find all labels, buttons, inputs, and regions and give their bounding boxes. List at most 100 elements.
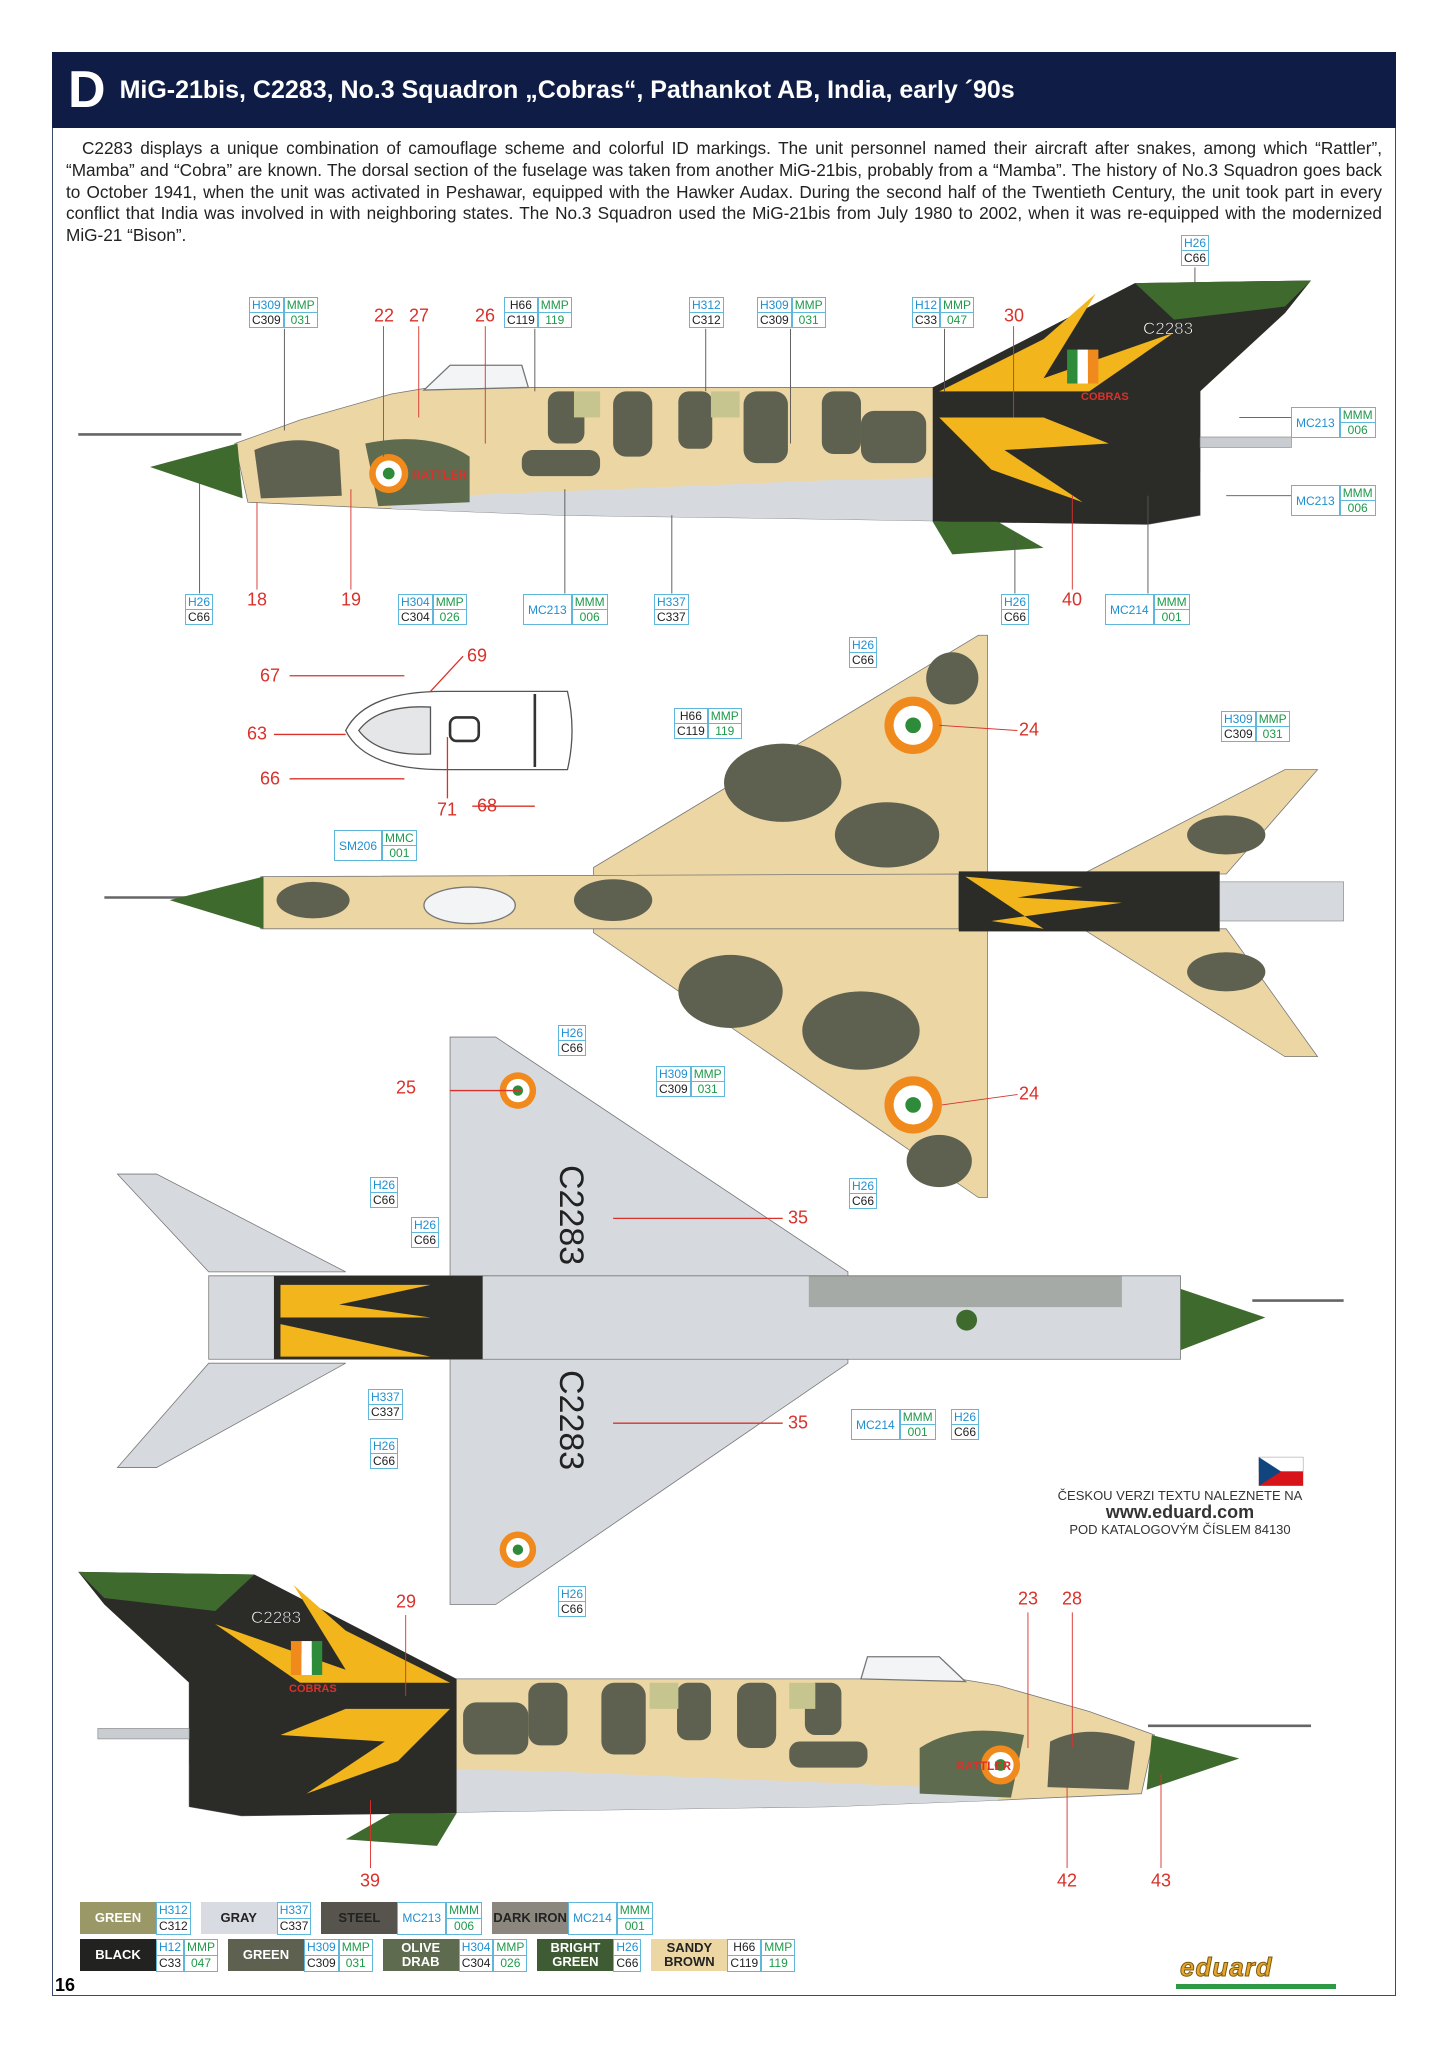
paint-code: H26 <box>954 1410 977 1424</box>
decal-ref-number: 68 <box>476 795 498 816</box>
decal-ref-number: 24 <box>1018 719 1040 740</box>
decal-ref-number: 26 <box>474 305 496 326</box>
decal-ref-number: 18 <box>246 589 268 610</box>
paint-code: H337 <box>279 1903 309 1917</box>
nose-name-marking: RATTLER <box>412 468 467 482</box>
color-swatch: SANDY BROWN <box>651 1939 728 1971</box>
decal-ref-number: 42 <box>1056 1870 1078 1891</box>
paint-code: C66 <box>850 1193 877 1208</box>
paint-code: C66 <box>371 1453 398 1468</box>
paint-code: H26 <box>188 595 211 609</box>
color-swatch: DARK IRON <box>492 1902 569 1934</box>
paint-code: 001 <box>383 845 416 860</box>
decal-ref-number: 39 <box>359 1870 381 1891</box>
decal-ref-number: 35 <box>787 1207 809 1228</box>
czech-note-url[interactable]: www.eduard.com <box>1105 1502 1255 1522</box>
paint-code: H26 <box>1184 236 1207 250</box>
paint-code: SM206 <box>339 838 378 853</box>
paint-code: H309 <box>252 298 281 312</box>
paint-code: H26 <box>373 1178 396 1192</box>
paint-code: H66 <box>733 1940 756 1954</box>
paint-code: H312 <box>159 1903 188 1917</box>
paint-code: C119 <box>728 1955 761 1970</box>
paint-code: H12 <box>159 1940 182 1954</box>
paint-code: C309 <box>758 312 791 327</box>
paint-code-cell: MC213 <box>1291 407 1340 438</box>
tail-serial-marking: C2283 <box>1143 319 1193 338</box>
czech-flag-icon <box>1258 1456 1304 1486</box>
paint-code: 031 <box>792 312 825 327</box>
nose-name-marking-right: RATTLER <box>956 1759 1011 1773</box>
decal-ref-number: 27 <box>408 305 430 326</box>
decal-ref-number: 22 <box>373 305 395 326</box>
paint-code: C337 <box>369 1404 402 1419</box>
paint-code: H26 <box>561 1587 584 1601</box>
paint-code: 119 <box>708 723 741 738</box>
paint-code: H26 <box>373 1439 396 1453</box>
paint-code: C66 <box>559 1601 586 1616</box>
eduard-logo: eduard <box>1180 1952 1273 1983</box>
description-text: C2283 displays a unique combination of c… <box>66 138 1382 246</box>
paint-code: H26 <box>414 1218 437 1232</box>
underwing-serial-marking: C2283 <box>552 1165 590 1265</box>
paint-code: C66 <box>1002 609 1029 624</box>
paint-code: 001 <box>617 1918 652 1934</box>
paint-code: C304 <box>459 1955 493 1970</box>
paint-code: C66 <box>559 1040 586 1055</box>
paint-code: H26 <box>561 1026 584 1040</box>
paint-code: 006 <box>1340 422 1375 437</box>
paint-code: H304 <box>401 595 430 609</box>
paint-code: MMM <box>902 1410 933 1424</box>
paint-code: H309 <box>659 1067 688 1081</box>
paint-code: H309 <box>760 298 789 312</box>
paint-code: 119 <box>762 1955 795 1971</box>
paint-code: H12 <box>915 298 938 312</box>
paint-code: C309 <box>657 1081 690 1096</box>
decal-ref-number: 71 <box>436 799 458 820</box>
paint-code: MC214 <box>573 1911 612 1925</box>
paint-code: MMM <box>1342 408 1373 422</box>
paint-code: MMP <box>710 709 739 723</box>
paint-code: C33 <box>157 1955 184 1970</box>
